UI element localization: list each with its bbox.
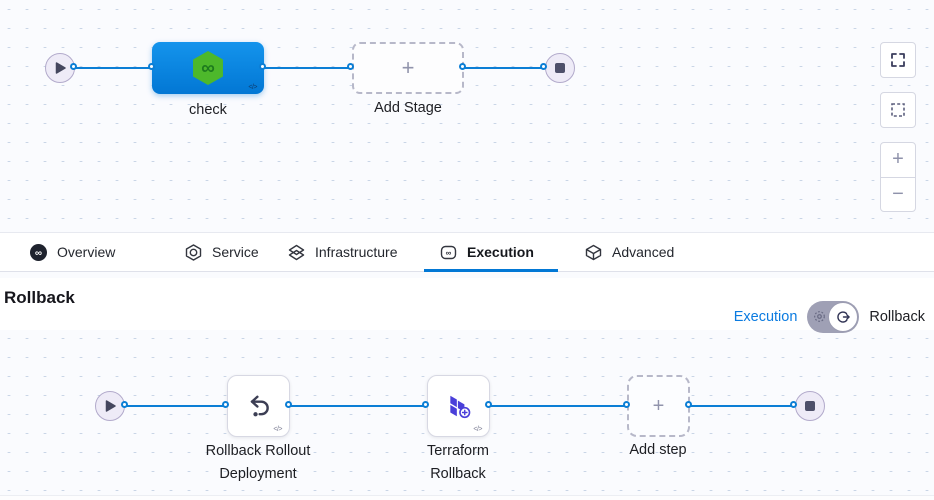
connector-port[interactable] [422,401,429,408]
advanced-icon [585,244,602,260]
plus-icon: + [652,394,665,417]
connector-port[interactable] [485,401,492,408]
stage-config-tabbar: ∞ Overview Service Infrastructure ∞ Exec… [0,232,934,272]
play-icon [105,400,116,412]
svg-text:∞: ∞ [35,248,42,259]
connector-port[interactable] [790,401,797,408]
execution-icon: ∞ [440,245,457,259]
code-icon[interactable]: </> [248,84,257,91]
gear-icon [814,311,826,322]
execution-rollback-canvas: Rollback Execution Rollback [0,272,934,500]
rollback-mode-icon [837,311,851,323]
connector-port[interactable] [623,401,630,408]
fullscreen-icon [891,53,905,67]
harness-stage-icon: ∞ [193,51,223,85]
connector-port[interactable] [685,401,692,408]
tab-execution[interactable]: ∞ Execution [440,233,534,271]
plus-icon: + [892,148,904,171]
toggle-thumb[interactable] [828,302,859,332]
tab-label: Execution [467,244,534,260]
add-step-button[interactable]: + [627,375,690,437]
code-icon[interactable]: </> [473,426,482,433]
stage-name-label: check [189,102,227,118]
marquee-select-button[interactable] [880,92,916,128]
zoom-out-button[interactable]: − [881,178,915,212]
play-icon [55,62,66,74]
connector-port[interactable] [459,63,466,70]
connector-port[interactable] [259,63,266,70]
minus-icon: − [892,182,904,205]
connector-port[interactable] [285,401,292,408]
execution-header-band [0,278,934,330]
service-icon [185,243,202,261]
execution-mode-link[interactable]: Execution [733,309,798,325]
stage-pipeline-canvas: ∞ </> check + Add Stage + − [0,0,934,232]
stop-icon [805,401,815,411]
add-stage-button[interactable]: + [352,42,464,94]
tab-infrastructure[interactable]: Infrastructure [288,233,397,271]
connector-line [690,405,795,407]
rollback-start-node [95,391,125,421]
connector-port[interactable] [121,401,128,408]
connector-line [464,67,545,69]
infrastructure-icon [288,244,305,260]
rollback-toggle[interactable] [807,301,860,333]
tab-label: Infrastructure [315,244,398,260]
add-stage-label: Add Stage [374,100,442,116]
bottom-edge [0,495,934,500]
svg-text:∞: ∞ [446,248,452,257]
connector-line [126,405,227,407]
tab-label: Advanced [612,244,675,260]
undo-icon [250,395,269,417]
connector-port[interactable] [222,401,229,408]
pipeline-end-node [545,53,575,83]
connector-port[interactable] [70,63,77,70]
step-name-label: Terraform Rollback [426,443,490,482]
connector-port[interactable] [148,63,155,70]
rollback-mode-label: Rollback [869,309,925,325]
section-title: Rollback [4,288,75,307]
harness-logo-icon: ∞ [30,243,47,261]
code-icon[interactable]: </> [273,426,282,433]
zoom-controls: + − [880,142,916,212]
fullscreen-button[interactable] [880,42,916,78]
execution-mode-switch: Execution Rollback [734,301,925,333]
tab-overview[interactable]: ∞ Overview [30,233,115,271]
connector-line [264,67,352,69]
connector-port[interactable] [347,63,354,70]
connector-port[interactable] [540,63,547,70]
tab-service[interactable]: Service [185,233,259,271]
step-name-label: Rollback Rollout Deployment [205,443,311,482]
rollback-end-node [795,391,825,421]
connector-line [290,405,427,407]
terraform-icon [449,395,470,419]
connector-line [490,405,628,407]
stop-icon [555,63,565,73]
connector-line [75,67,153,69]
add-step-label: Add step [629,442,687,458]
stage-card-check[interactable]: ∞ </> [152,42,264,94]
plus-icon: + [401,55,415,80]
active-tab-underline [424,269,558,272]
tab-label: Service [212,244,259,260]
tab-label: Overview [57,244,116,260]
step-terraform-rollback[interactable]: </> [427,375,490,437]
step-rollback-rollout-deployment[interactable]: </> [227,375,290,437]
tab-advanced[interactable]: Advanced [585,233,674,271]
marquee-selection-icon [891,103,905,117]
zoom-in-button[interactable]: + [881,143,915,178]
